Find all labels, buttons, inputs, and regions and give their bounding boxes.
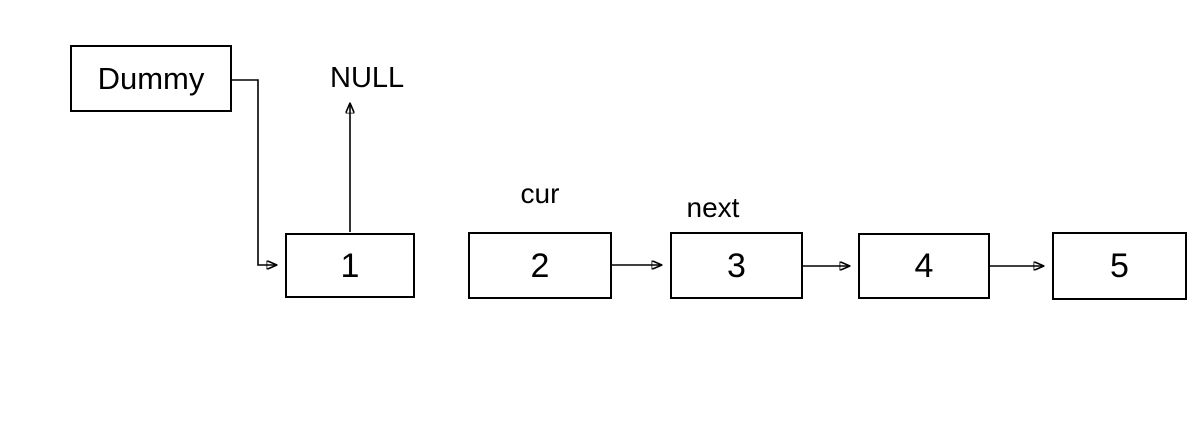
- node-dummy-label: Dummy: [97, 61, 205, 96]
- cur-pointer-label: cur: [520, 178, 560, 209]
- node-2: 2: [468, 232, 612, 299]
- node-dummy: Dummy: [70, 45, 232, 112]
- node-1: 1: [285, 233, 415, 298]
- node-5-label: 5: [1110, 247, 1129, 285]
- edge-dummy-to-node1-arrow: [232, 79, 276, 265]
- node-2-label: 2: [530, 246, 550, 285]
- null-terminator-label: NULL: [330, 62, 405, 94]
- node-1-label: 1: [340, 246, 360, 285]
- node-3-label: 3: [727, 246, 746, 285]
- node-5: 5: [1052, 232, 1187, 300]
- node-4-label: 4: [914, 247, 934, 285]
- next-pointer-label: next: [686, 192, 740, 223]
- node-3: 3: [670, 232, 803, 299]
- node-4: 4: [858, 233, 990, 299]
